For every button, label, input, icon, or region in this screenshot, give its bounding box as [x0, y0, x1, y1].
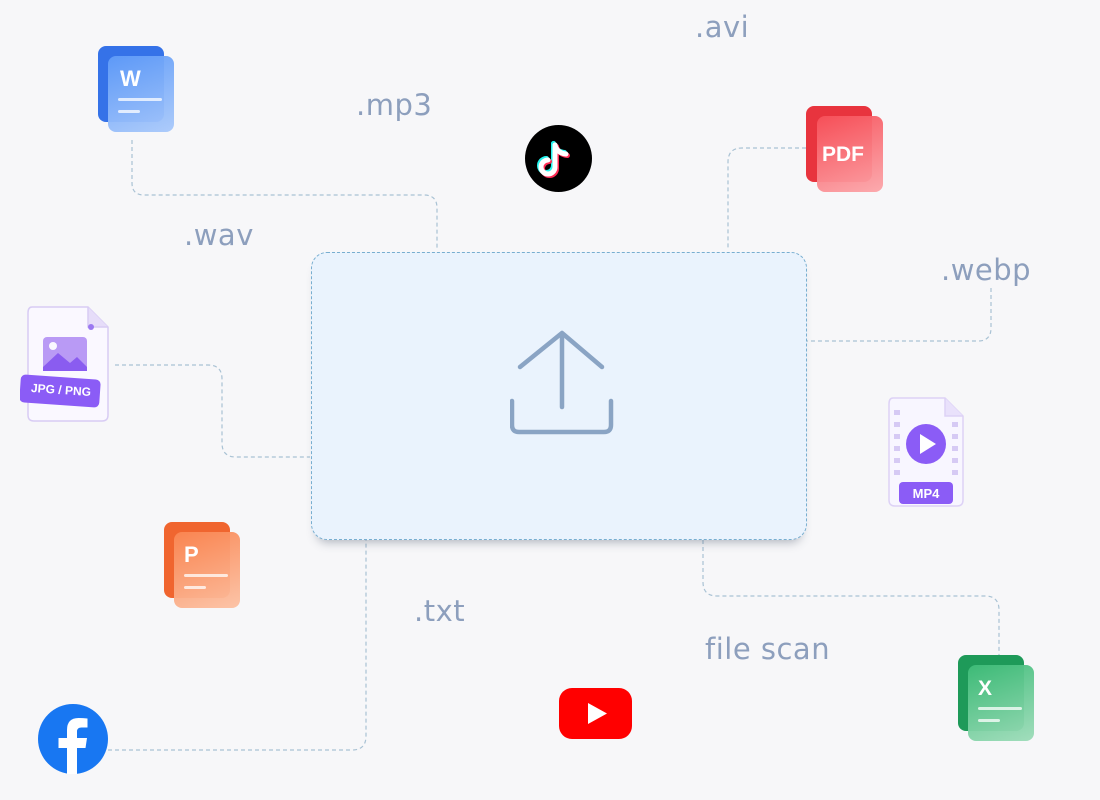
ext-avi-label: .avi: [695, 10, 750, 44]
ext-txt-label: .txt: [414, 594, 466, 628]
image-file-icon: JPG / PNG: [20, 303, 112, 423]
connector-excel: [702, 540, 1000, 656]
youtube-icon: [559, 688, 632, 739]
connector-webp: [807, 288, 992, 342]
upload-icon: [510, 330, 614, 435]
excel-letter: X: [978, 677, 993, 700]
connector-pdf: [727, 147, 806, 250]
pdf-file-icon: PDF: [806, 106, 883, 192]
connector-facebook: [108, 540, 367, 751]
word-file-icon: W: [98, 46, 174, 132]
pdf-label: PDF: [822, 143, 864, 166]
mp4-file-icon: MP4: [885, 396, 965, 508]
facebook-icon: [38, 704, 108, 774]
file-scan-label: file scan: [705, 632, 831, 666]
connector-image: [115, 364, 310, 458]
upload-dropzone[interactable]: [311, 252, 807, 540]
powerpoint-file-icon: P: [164, 522, 240, 608]
word-letter: W: [120, 66, 141, 91]
ext-wav-label: .wav: [184, 218, 254, 252]
ext-webp-label: .webp: [941, 253, 1032, 287]
mp4-label: MP4: [912, 486, 940, 501]
connector-word: [131, 140, 438, 250]
excel-file-icon: X: [958, 655, 1034, 741]
powerpoint-letter: P: [184, 542, 199, 567]
tiktok-icon: [525, 125, 592, 192]
ext-mp3-label: .mp3: [356, 88, 433, 122]
